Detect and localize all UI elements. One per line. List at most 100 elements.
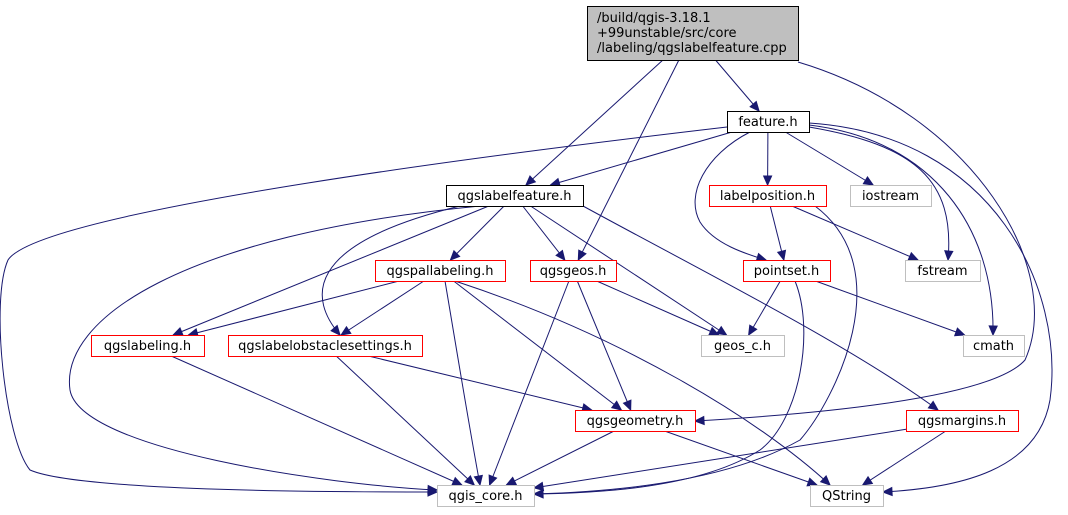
- node-label: qgsmargins.h: [918, 414, 1006, 429]
- node-label: qgis_core.h: [449, 489, 523, 504]
- node-qgsgeos-h[interactable]: qgsgeos.h: [530, 260, 617, 282]
- edge-pointset-h-to-qgis-core-h-arrowhead: [532, 489, 544, 499]
- edge-qgslabelobstaclesettings-h-to-qgsgeometry-h: [368, 355, 593, 413]
- edge-feature-h-to-cmath-line: [808, 124, 994, 336]
- edge-qgslabelfeature-h-to-qgspallabeling-h-line: [450, 205, 505, 261]
- edge-feature-h-to-labelposition-h: [762, 131, 773, 187]
- edge-qgspallabeling-h-to-qgslabeling-h-line: [188, 280, 400, 336]
- edge-pointset-h-to-cmath-arrowhead: [953, 327, 966, 337]
- node-label: QString: [822, 489, 871, 504]
- edge-labelposition-h-to-qgis-core-h: [532, 205, 858, 499]
- edge-qgsgeos-h-to-qgis-core-h-line: [489, 280, 570, 486]
- node-label: labelposition.h: [720, 189, 815, 204]
- node-label: feature.h: [738, 115, 797, 130]
- node-label: +99unstable/src/core: [597, 26, 737, 41]
- node-label: fstream: [917, 264, 967, 279]
- edge-qgspallabeling-h-to-QString-arrowhead: [819, 475, 831, 486]
- node-qgslabelobstaclesettings-h[interactable]: qgslabelobstaclesettings.h: [228, 335, 423, 357]
- node-label: /build/qgis-3.18.1: [597, 11, 711, 26]
- node-pointset-h-box: [743, 260, 831, 282]
- edge-qgsmargins-h-to-qgis-core-h: [532, 428, 907, 492]
- edge-feature-h-to-QString-line: [808, 122, 1053, 493]
- node-label: /labeling/qgslabelfeature.cpp: [597, 41, 787, 56]
- edge-root-to-feature-h: [715, 59, 760, 112]
- node-labelposition-h[interactable]: labelposition.h: [709, 185, 827, 207]
- edge-pointset-h-to-cmath: [815, 280, 966, 337]
- edge-qgsgeos-h-to-geos-c-h-line: [596, 280, 720, 336]
- edge-qgslabeling-h-to-qgis-core-h-arrowhead: [451, 476, 463, 486]
- edge-feature-h-to-qgslabelfeature-h-line: [550, 131, 733, 186]
- edge-feature-h-to-cmath-arrowhead: [988, 325, 998, 337]
- node-QString[interactable]: QString: [810, 485, 884, 507]
- node-qgslabelfeature-h-box: [446, 185, 584, 207]
- node-qgis-core-h-box: [437, 485, 535, 507]
- edge-feature-h-to-iostream-line: [785, 131, 874, 186]
- node-fstream[interactable]: fstream: [905, 260, 981, 282]
- edge-root-to-qgslabelfeature-h-arrowhead: [525, 175, 537, 186]
- node-feature-h[interactable]: feature.h: [727, 111, 810, 133]
- edge-qgslabelobstaclesettings-h-to-qgsgeometry-h-line: [368, 355, 592, 411]
- node-fstream-box: [905, 260, 981, 282]
- node-qgslabeling-h-box: [91, 335, 205, 357]
- nodes-layer: /build/qgis-3.18.1+99unstable/src/core/l…: [91, 6, 1025, 507]
- node-root: /build/qgis-3.18.1+99unstable/src/core/l…: [587, 6, 799, 61]
- edge-root-to-qgsgeometry-h-arrowhead: [693, 415, 705, 426]
- node-qgspallabeling-h-box: [375, 260, 506, 282]
- edge-feature-h-to-qgslabelfeature-h: [549, 131, 733, 187]
- node-qgis-core-h[interactable]: qgis_core.h: [437, 485, 535, 507]
- edge-qgslabelfeature-h-to-qgsgeos-h-arrowhead: [555, 249, 566, 261]
- edge-labelposition-h-to-fstream-line: [791, 205, 919, 261]
- edge-feature-h-to-qgis-core-h-line: [0, 126, 728, 493]
- edge-qgslabelobstaclesettings-h-to-qgis-core-h-arrowhead: [464, 475, 476, 486]
- edge-qgslabelfeature-h-to-geos-c-h: [530, 205, 728, 336]
- node-geos-c-h[interactable]: geos_c.h: [701, 335, 785, 357]
- edge-labelposition-h-to-pointset-h-arrowhead: [776, 249, 787, 262]
- edge-qgspallabeling-h-to-qgsgeometry-h: [453, 280, 623, 411]
- edge-feature-h-to-iostream: [785, 131, 875, 186]
- node-qgslabeling-h[interactable]: qgslabeling.h: [91, 335, 205, 357]
- node-qgsgeos-h-box: [530, 260, 617, 282]
- edge-qgslabelfeature-h-to-qgis-core-h-arrowhead: [427, 484, 439, 495]
- edge-feature-h-to-cmath: [808, 124, 998, 337]
- edge-qgsgeometry-h-to-qgis-core-h-arrowhead: [505, 476, 518, 486]
- edge-feature-h-to-pointset-h-line: [694, 131, 767, 261]
- edge-qgsgeometry-h-to-QString-line: [664, 430, 818, 486]
- node-qgsmargins-h[interactable]: qgsmargins.h: [906, 410, 1019, 432]
- edge-root-to-qgslabelfeature-h-line: [525, 59, 664, 186]
- node-qgsgeometry-h-box: [575, 410, 696, 432]
- edge-qgspallabeling-h-to-qgis-core-h-line: [444, 280, 481, 486]
- edge-labelposition-h-to-fstream-arrowhead: [907, 251, 920, 261]
- node-iostream-box: [850, 185, 932, 207]
- node-feature-h-box: [727, 111, 810, 133]
- edge-qgsgeos-h-to-geos-c-h: [596, 280, 720, 336]
- edge-root-to-qgsgeos-h-line: [577, 59, 680, 261]
- node-label: iostream: [862, 189, 919, 204]
- edge-pointset-h-to-geos-c-h-arrowhead: [748, 324, 758, 337]
- node-cmath[interactable]: cmath: [963, 335, 1025, 357]
- node-qgspallabeling-h[interactable]: qgspallabeling.h: [375, 260, 506, 282]
- edge-qgsgeometry-h-to-qgis-core-h: [505, 430, 615, 486]
- edge-qgslabelfeature-h-to-geos-c-h-arrowhead: [715, 325, 728, 336]
- edge-qgslabelfeature-h-to-qgslabelobstaclesettings-h-arrowhead: [330, 324, 341, 336]
- edge-qgslabelfeature-h-to-qgsgeos-h: [522, 205, 566, 261]
- edge-root-to-feature-h-arrowhead: [749, 100, 760, 112]
- edge-root-to-qgslabelfeature-h: [525, 59, 664, 186]
- node-qgsgeometry-h[interactable]: qgsgeometry.h: [575, 410, 696, 432]
- edge-qgspallabeling-h-to-QString: [454, 280, 831, 486]
- edge-feature-h-to-fstream-line: [808, 126, 950, 261]
- edge-root-to-feature-h-line: [715, 59, 760, 112]
- edge-qgslabelfeature-h-to-qgslabelobstaclesettings-h: [321, 205, 461, 336]
- edge-qgslabelfeature-h-to-qgspallabeling-h-arrowhead: [449, 249, 461, 261]
- node-iostream[interactable]: iostream: [850, 185, 932, 207]
- edge-qgspallabeling-h-to-qgslabeling-h: [187, 280, 400, 338]
- edge-pointset-h-to-qgis-core-h: [532, 280, 805, 499]
- edge-pointset-h-to-qgis-core-h-line: [533, 280, 805, 495]
- node-labelposition-h-box: [709, 185, 827, 207]
- node-pointset-h[interactable]: pointset.h: [743, 260, 831, 282]
- edge-qgspallabeling-h-to-qgslabelobstaclesettings-h-arrowhead: [340, 325, 352, 336]
- node-label: qgsgeometry.h: [587, 414, 684, 429]
- edge-qgspallabeling-h-to-qgsgeometry-h-line: [453, 280, 622, 411]
- edge-root-to-qgsgeos-h: [577, 59, 680, 262]
- edge-qgsgeometry-h-to-QString: [664, 430, 819, 487]
- node-qgslabelfeature-h[interactable]: qgslabelfeature.h: [446, 185, 584, 207]
